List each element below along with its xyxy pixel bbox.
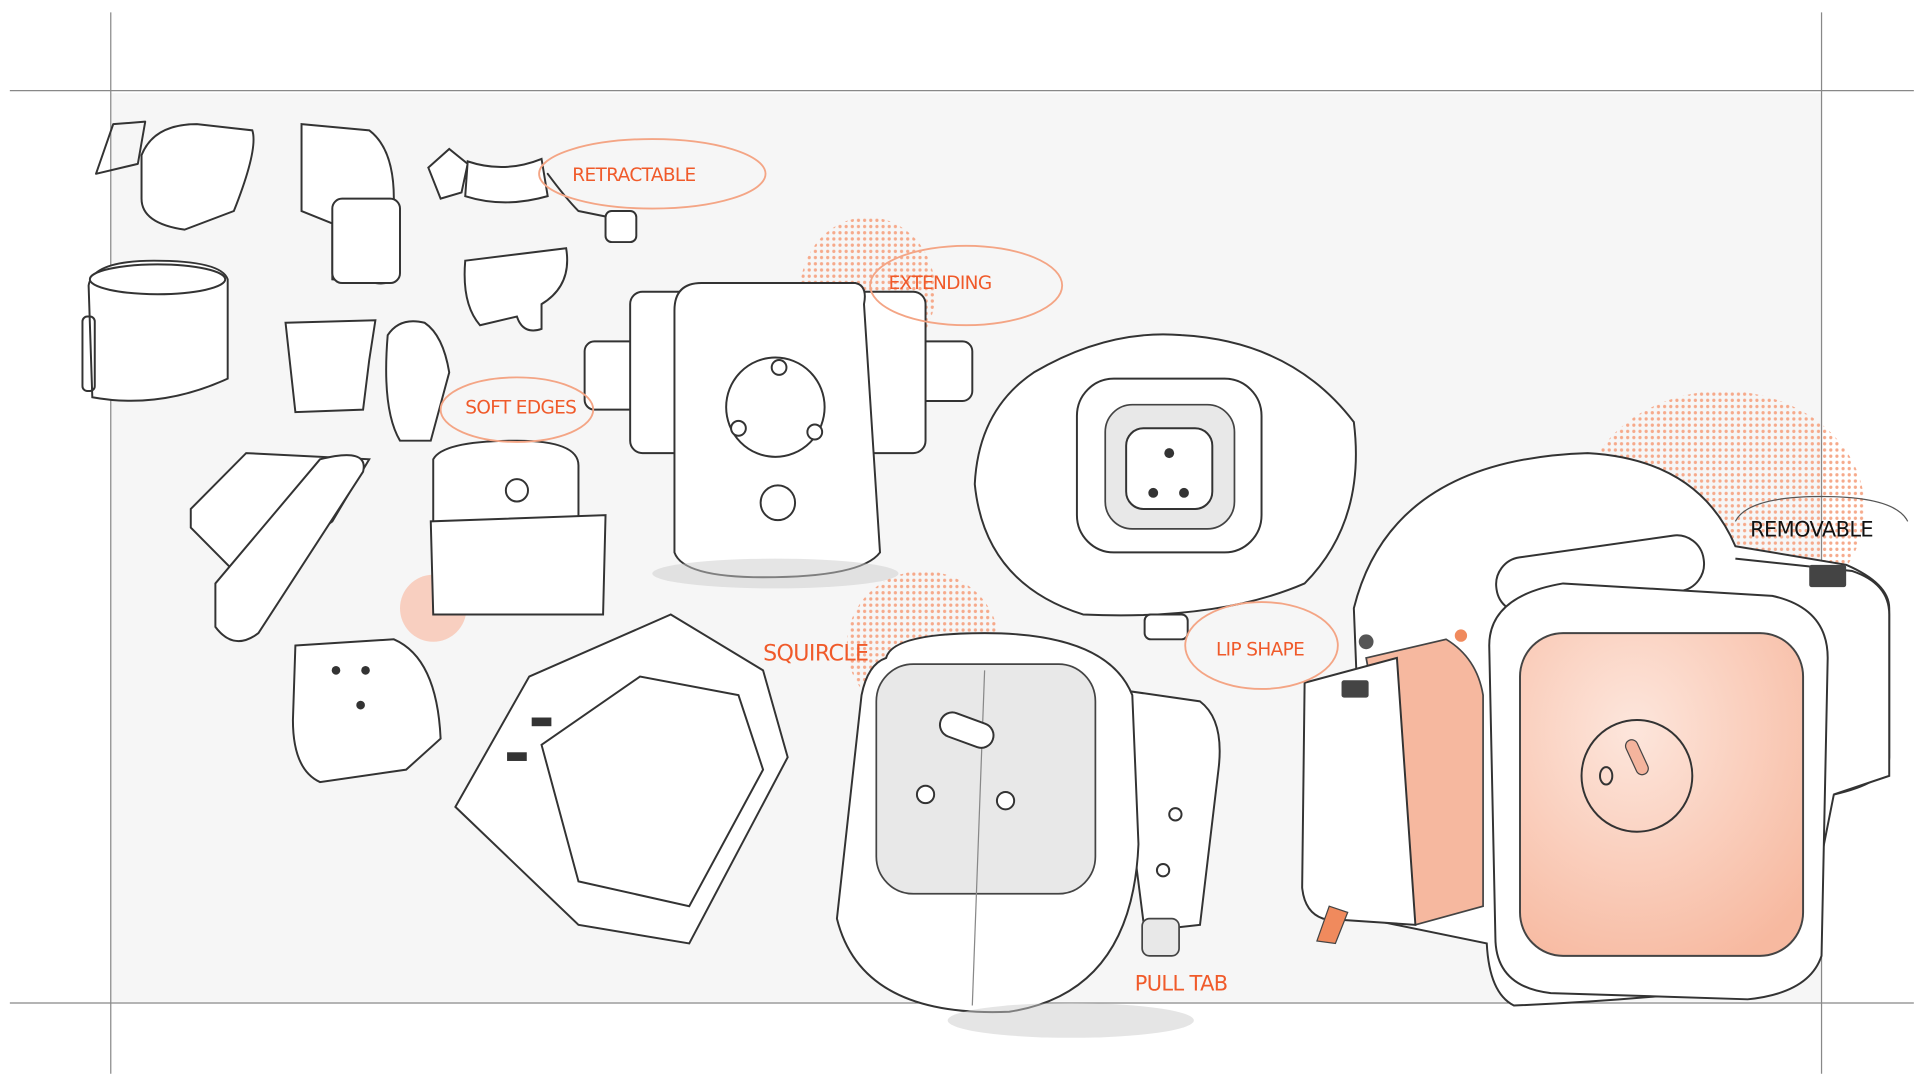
extending-adapter-sketch [583, 282, 974, 589]
squircle-socket-sketch [835, 632, 1221, 1038]
hero-adapter-render [1301, 452, 1891, 1007]
label-removable: REMOVABLE [1750, 516, 1873, 541]
thumbnail-sketches [81, 120, 638, 784]
squircle-top-view-sketch [973, 333, 1357, 641]
label-soft-edges: SOFT EDGES [465, 397, 576, 418]
label-squircle: SQUIRCLE [763, 640, 868, 666]
label-lip-shape: LIP SHAPE [1216, 639, 1304, 660]
label-retractable: RETRACTABLE [572, 165, 695, 186]
label-extending: EXTENDING [889, 273, 992, 294]
usb-block-sketch [454, 613, 789, 945]
label-pull-tab: PULL TAB [1135, 971, 1228, 996]
